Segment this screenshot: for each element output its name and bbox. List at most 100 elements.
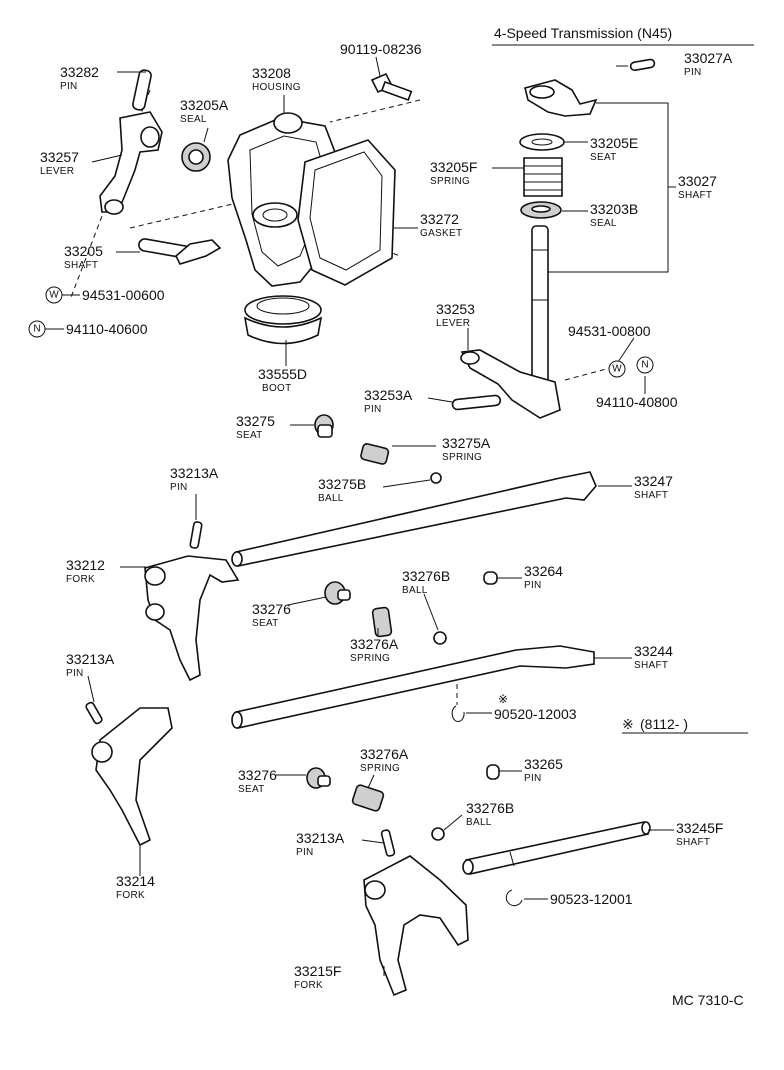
svg-text:N: N [33, 324, 40, 335]
svg-text:BALL: BALL [466, 817, 492, 828]
part-label: 94531-00800 [568, 323, 651, 339]
svg-text:33213A: 33213A [296, 830, 345, 846]
washer-badge-08: W [608, 360, 626, 378]
svg-text:33275: 33275 [236, 413, 275, 429]
svg-text:LEVER: LEVER [40, 166, 74, 177]
seal-33205A-drawing [181, 142, 211, 172]
ball-33276B-1-drawing [433, 631, 447, 645]
pin-33213A-1-drawing [189, 521, 203, 549]
svg-text:33272: 33272 [420, 211, 459, 227]
part-label: 90523-12001 [550, 891, 633, 907]
svg-text:33275B: 33275B [318, 476, 366, 492]
svg-text:33275A: 33275A [442, 435, 491, 451]
svg-text:SEAT: SEAT [590, 152, 617, 163]
svg-text:PIN: PIN [60, 81, 78, 92]
svg-text:BOOT: BOOT [262, 383, 292, 394]
svg-text:SEAL: SEAL [180, 114, 207, 125]
diagram-title: 4-Speed Transmission (N45) [494, 25, 672, 41]
svg-text:LEVER: LEVER [436, 318, 470, 329]
nut-badge-08: N [636, 356, 654, 374]
shaft-33247-drawing [231, 471, 597, 567]
svg-text:33244: 33244 [634, 643, 673, 659]
washer-badge-06: W [45, 286, 63, 304]
svg-text:33213A: 33213A [170, 465, 219, 481]
pin-33213A-3-drawing [380, 829, 396, 857]
svg-text:94110-40600: 94110-40600 [66, 321, 148, 337]
svg-text:33247: 33247 [634, 473, 673, 489]
fork-33214-drawing [91, 707, 173, 847]
svg-text:33205A: 33205A [180, 97, 229, 113]
svg-text:33276: 33276 [238, 767, 277, 783]
svg-text:33027A: 33027A [684, 50, 733, 66]
svg-text:PIN: PIN [684, 67, 702, 78]
svg-text:N: N [641, 360, 648, 371]
shaft-33245F-drawing [462, 821, 651, 875]
svg-text:33253: 33253 [436, 301, 475, 317]
svg-text:33276B: 33276B [466, 800, 514, 816]
svg-text:94531-00800: 94531-00800 [568, 323, 651, 339]
pin-33253A-drawing [451, 394, 502, 411]
svg-text:SPRING: SPRING [430, 176, 470, 187]
pin-33213A-2-drawing [85, 701, 103, 725]
svg-text:SEAT: SEAT [252, 618, 279, 629]
svg-text:94110-40800: 94110-40800 [596, 394, 678, 410]
gasket-33272-drawing [297, 139, 396, 286]
svg-text:33205: 33205 [64, 243, 103, 259]
svg-text:33276B: 33276B [402, 568, 450, 584]
svg-text:33253A: 33253A [364, 387, 413, 403]
fork-33212-drawing [144, 555, 240, 682]
pin-33264-drawing [483, 571, 498, 585]
ball-33275B-drawing [430, 472, 442, 484]
svg-text:33205F: 33205F [430, 159, 477, 175]
svg-text:33282: 33282 [60, 64, 99, 80]
diagram-code: MC 7310-C [672, 992, 744, 1008]
svg-text:33276A: 33276A [360, 746, 409, 762]
svg-text:W: W [612, 364, 622, 375]
svg-text:PIN: PIN [170, 482, 188, 493]
svg-text:BALL: BALL [318, 493, 344, 504]
svg-text:FORK: FORK [116, 890, 145, 901]
svg-text:BALL: BALL [402, 585, 428, 596]
nut-badge-06: N [28, 320, 46, 338]
svg-text:SHAFT: SHAFT [676, 837, 710, 848]
svg-text:PIN: PIN [524, 773, 542, 784]
lever-33257-drawing [99, 111, 163, 215]
serial-note: (8112- ) [640, 716, 688, 732]
shaft-33244-drawing [231, 645, 595, 729]
boot-33555D-drawing [243, 295, 323, 345]
svg-text:GASKET: GASKET [420, 228, 462, 239]
seat-33276-2-drawing [306, 767, 331, 789]
seat-33275-drawing [314, 414, 334, 438]
svg-text:PIN: PIN [524, 580, 542, 591]
svg-text:W: W [49, 290, 59, 301]
svg-text:SPRING: SPRING [442, 452, 482, 463]
svg-text:33245F: 33245F [676, 820, 723, 836]
svg-text:33265: 33265 [524, 756, 563, 772]
svg-text:SPRING: SPRING [350, 653, 390, 664]
svg-text:SHAFT: SHAFT [678, 190, 712, 201]
svg-text:33215F: 33215F [294, 963, 341, 979]
svg-text:FORK: FORK [66, 574, 95, 585]
svg-text:SHAFT: SHAFT [634, 660, 668, 671]
svg-text:33257: 33257 [40, 149, 79, 165]
svg-text:90523-12001: 90523-12001 [550, 891, 633, 907]
